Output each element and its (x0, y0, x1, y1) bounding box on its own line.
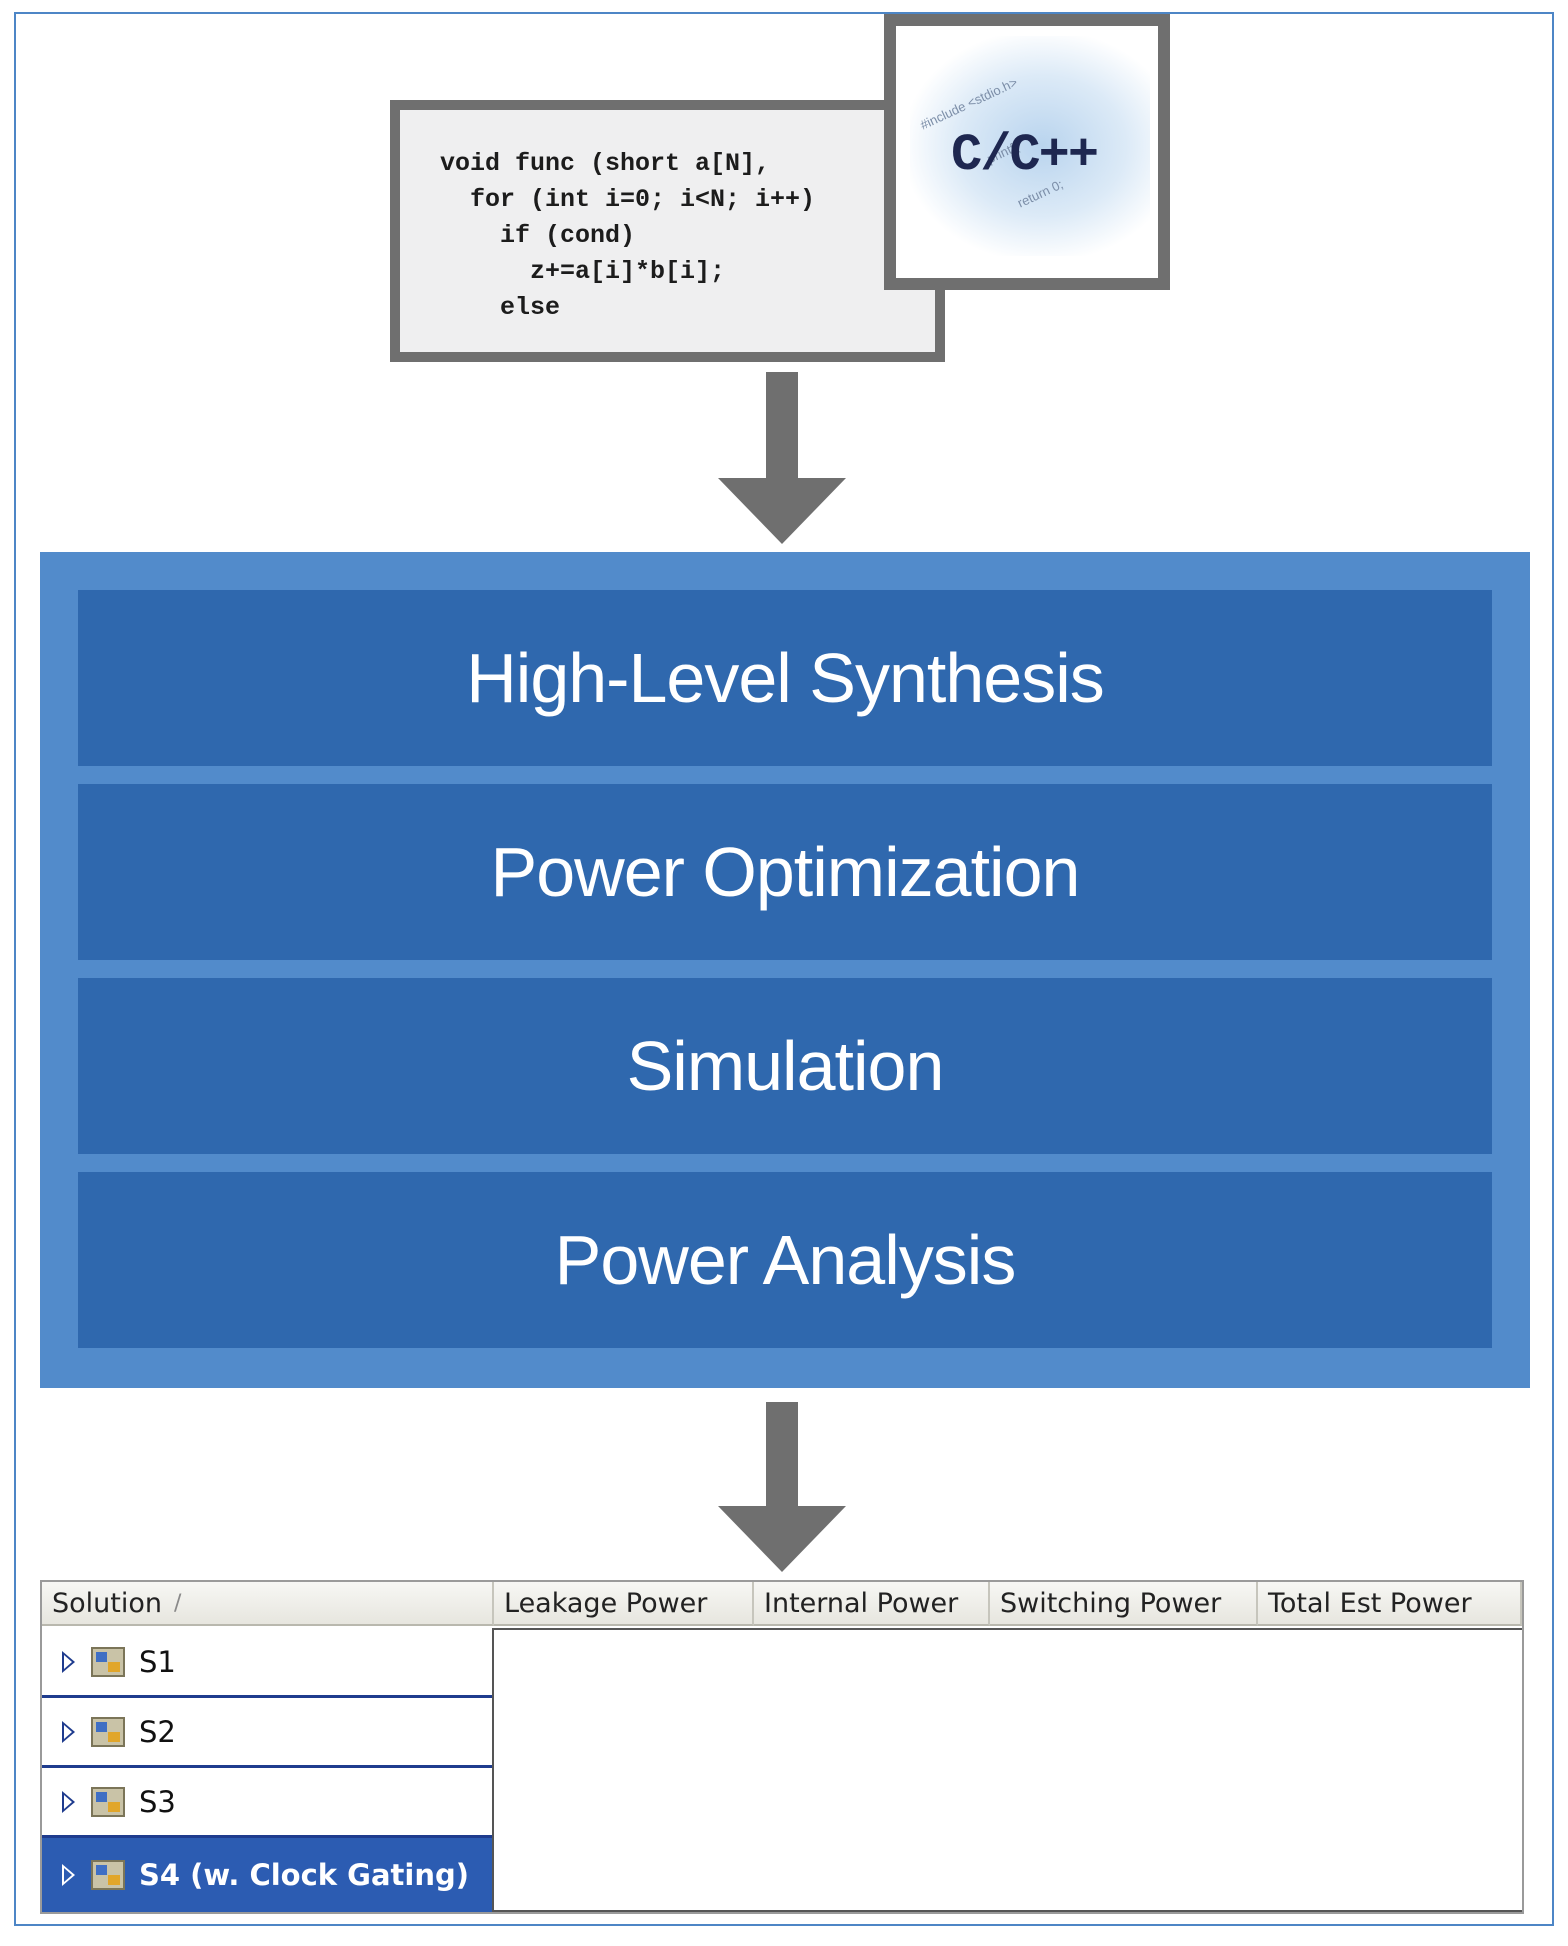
table-row-selected[interactable]: S4 (w. Clock Gating) (42, 1838, 492, 1912)
solution-label: S1 (139, 1644, 176, 1679)
expand-arrow-icon[interactable] (62, 1650, 75, 1673)
solution-label: S4 (w. Clock Gating) (139, 1858, 470, 1892)
table-row[interactable]: S1 (42, 1628, 492, 1698)
source-code-card: void func (short a[N], for (int i=0; i<N… (390, 100, 945, 362)
table-row[interactable]: S2 (42, 1698, 492, 1768)
flow-arrow-down-icon (718, 372, 846, 544)
table-row[interactable]: S3 (42, 1768, 492, 1838)
stage-simulation: Simulation (78, 978, 1492, 1154)
process-stack: High-Level Synthesis Power Optimization … (40, 552, 1530, 1388)
source-code: void func (short a[N], for (int i=0; i<N… (440, 149, 816, 322)
stage-power-analysis: Power Analysis (78, 1172, 1492, 1348)
power-results-table: Solution / Leakage Power Internal Power … (40, 1580, 1524, 1914)
stage-high-level-synthesis: High-Level Synthesis (78, 590, 1492, 766)
solution-label: S2 (139, 1714, 176, 1749)
results-data-pane (492, 1628, 1522, 1912)
expand-arrow-icon[interactable] (62, 1720, 75, 1743)
column-header-internal-power[interactable]: Internal Power (754, 1582, 990, 1626)
cpp-language-label: C/C++ (951, 126, 1099, 185)
column-header-total-est-power[interactable]: Total Est Power (1258, 1582, 1522, 1626)
column-header-leakage-power[interactable]: Leakage Power (494, 1582, 754, 1626)
solution-icon (91, 1860, 125, 1890)
stage-power-optimization: Power Optimization (78, 784, 1492, 960)
solution-label: S3 (139, 1784, 176, 1819)
solution-icon (91, 1786, 125, 1817)
column-header-solution[interactable]: Solution / (42, 1582, 494, 1626)
solution-icon (91, 1716, 125, 1747)
cpp-logo-card: #include <stdio.h> printf(" return 0; C/… (884, 14, 1170, 290)
cpp-logo-glow (910, 36, 1150, 256)
expand-arrow-icon[interactable] (62, 1790, 75, 1813)
diagram-frame (14, 12, 1554, 1926)
solution-icon (91, 1646, 125, 1677)
sort-indicator-icon: / (174, 1590, 182, 1616)
expand-arrow-icon[interactable] (62, 1864, 75, 1886)
flow-arrow-down-icon (718, 1402, 846, 1572)
column-header-switching-power[interactable]: Switching Power (990, 1582, 1258, 1626)
